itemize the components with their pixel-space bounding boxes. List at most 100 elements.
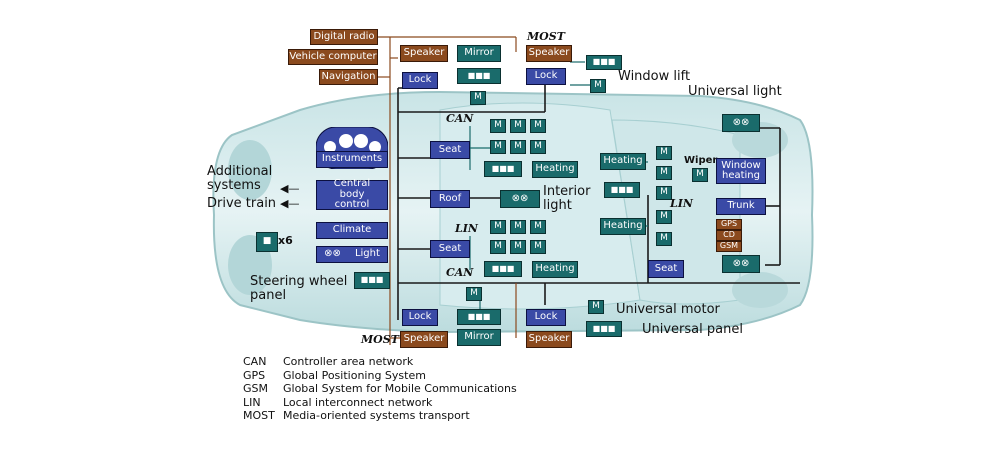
lin-bus-label-right: LIN [670,197,693,210]
trunk-box: Trunk [716,198,766,215]
motor-right-4: M [656,210,672,224]
speaker-box-rear-right: Speaker [526,331,572,348]
motor-right-1: M [656,146,672,160]
panel-heating-rear-icon: ■■■ [484,261,522,277]
legend-meaning: Global System for Mobile Communications [283,382,517,395]
heating-box-rear: Heating [532,261,578,278]
mirror-box-left: Mirror [457,45,501,62]
x6-motors-icon: ■ [256,232,278,252]
motor-seat-1: M [490,119,506,133]
x6-label: x6 [278,234,293,247]
drive-train-label: Drive train [207,196,277,211]
speaker-box-front-left: Speaker [400,45,448,62]
cd-box: CD [716,230,742,241]
light-box: ⊗⊗ Light [316,246,388,263]
left-arrows-2: ◀— [280,197,300,210]
light-lamps-icon: ⊗⊗ [324,248,341,260]
motor-seat-3: M [530,119,546,133]
legend-meaning: Media-oriented systems transport [283,409,470,422]
legend-row: GSM Global System for Mobile Communicatio… [243,382,517,396]
heating-box-rear-right-lower: Heating [600,218,646,235]
seat-box-right: Seat [648,260,684,278]
lock-box-rear-right: Lock [526,309,566,326]
motor-icon-top-1: M [470,91,486,105]
universal-light-label: Universal light [688,84,782,99]
lock-box-front-left: Lock [402,72,438,89]
interior-light-icon: ⊗⊗ [500,190,540,208]
heating-box-front: Heating [532,161,578,178]
motor-rseat-2: M [510,220,526,234]
can-bus-label-lower: CAN [446,266,474,279]
motor-seat-6: M [530,140,546,154]
vehicle-computer-box: Vehicle computer [288,49,378,65]
legend-row: CAN Controller area network [243,355,517,369]
universal-light-top-icon: ⊗⊗ [722,114,760,132]
gps-box: GPS [716,219,742,230]
legend: CAN Controller area network GPS Global Pos… [243,355,517,423]
gsm-box: GSM [716,241,742,252]
roof-box: Roof [430,190,470,208]
lin-bus-label-left: LIN [455,222,478,235]
window-lift-label: Window lift [618,69,691,84]
legend-abbr: GSM [243,382,268,395]
motor-bottom-right: M [588,300,604,314]
universal-light-bottom-icon: ⊗⊗ [722,255,760,273]
wiper-label: Wiper [684,155,718,166]
motor-seat-5: M [510,140,526,154]
steering-wheel-panel-icon: ■■■ [354,272,390,289]
heating-box-rear-right-upper: Heating [600,153,646,170]
legend-row: GPS Global Positioning System [243,369,517,383]
seat-box-rear: Seat [430,240,470,258]
legend-meaning: Global Positioning System [283,368,426,382]
motor-rseat-5: M [510,240,526,254]
panel-window-lift-icon: ■■■ [586,55,622,70]
universal-motor-label: Universal motor [616,302,720,317]
interior-light-label: Interior light [543,184,591,213]
speaker-box-front-right: Speaker [526,45,572,62]
motor-rseat-4: M [490,240,506,254]
light-label: Light [354,248,380,260]
central-body-control-box: Central body control [316,179,388,210]
motor-rseat-3: M [530,220,546,234]
seat-box-front: Seat [430,141,470,159]
universal-panel-label: Universal panel [642,322,743,337]
legend-meaning: Local interconnect network [283,395,433,409]
panel-universal-icon: ■■■ [586,321,622,337]
mirror-box-rear: Mirror [457,329,501,346]
window-heating-box: Window heating [716,158,766,184]
motor-right-2: M [656,166,672,180]
legend-row: MOST Media-oriented systems transport [243,409,517,423]
most-bus-label-top: MOST [527,30,565,43]
legend-abbr: CAN [243,355,267,368]
lock-box-front-right: Lock [526,68,566,85]
left-arrows: ◀— [280,182,300,195]
most-bus-label-bottom: MOST [361,333,399,346]
instruments-box: Instruments [316,151,388,168]
climate-box: Climate [316,222,388,239]
digital-radio-box: Digital radio [310,29,378,45]
additional-systems-label: Additional systems [207,164,273,193]
motor-right-3: M [656,186,672,200]
motor-rseat-6: M [530,240,546,254]
legend-abbr: GPS [243,368,266,382]
motor-rseat-1: M [490,220,506,234]
motor-seat-4: M [490,140,506,154]
panel-right-middle-icon: ■■■ [604,182,640,198]
lock-box-rear-left: Lock [402,309,438,326]
motor-right-5: M [656,232,672,246]
navigation-box: Navigation [319,69,378,85]
legend-meaning: Controller area network [283,355,414,368]
steering-wheel-panel-label: Steering wheel panel [250,274,348,303]
legend-abbr: LIN [243,395,261,409]
legend-abbr: MOST [243,409,275,422]
motor-bottom-left: M [466,287,482,301]
panel-rear-left-icon: ■■■ [457,309,501,325]
legend-row: LIN Local interconnect network [243,396,517,410]
panel-front-left-icon: ■■■ [457,68,501,84]
motor-wiper-icon: M [692,168,708,182]
motor-seat-2: M [510,119,526,133]
motor-window-lift-icon: M [590,79,606,93]
speaker-box-rear-left: Speaker [400,331,448,348]
can-bus-label-upper: CAN [446,112,474,125]
